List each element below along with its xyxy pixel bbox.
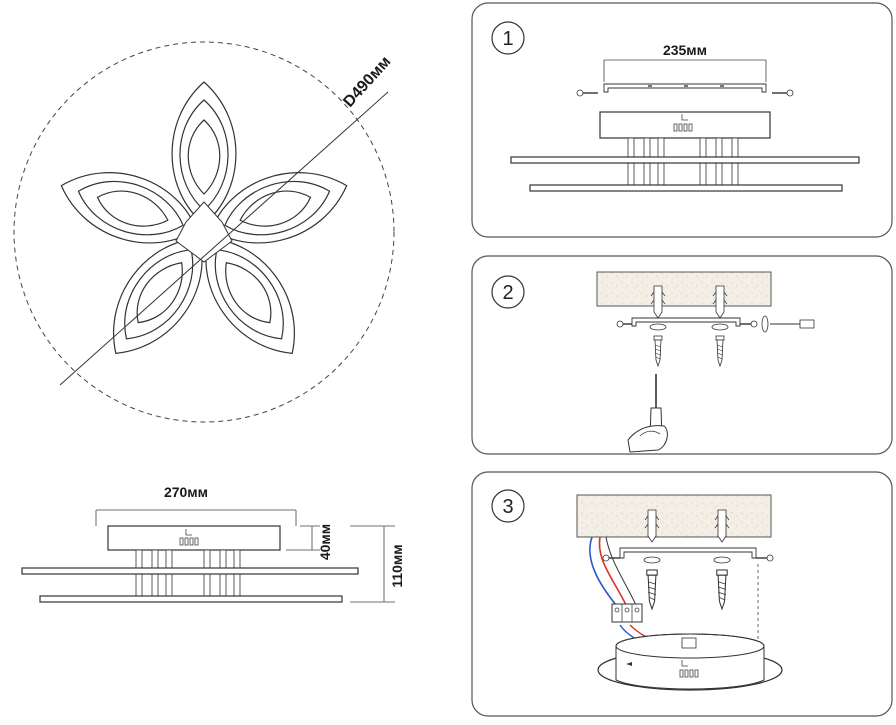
- ground-wire: [770, 319, 815, 329]
- base-height-label: 40мм: [317, 524, 333, 560]
- screwdriver-hand: [627, 374, 668, 453]
- bracket-screw-left: [602, 554, 620, 562]
- lamp-base-open: [597, 633, 783, 691]
- flower-shape: [50, 81, 358, 373]
- lamp-base: [599, 111, 771, 139]
- step-3-badge: [491, 489, 525, 523]
- top-view: D490мм: [13, 41, 395, 423]
- step-1-badge: [491, 21, 525, 55]
- step-2-number: 2: [502, 282, 513, 304]
- diameter-label: D490мм: [340, 53, 394, 110]
- side-view: 270мм 40мм 110мм: [21, 484, 405, 603]
- step-3-number: 3: [502, 496, 513, 518]
- bracket-screw-left: [576, 89, 598, 97]
- bracket-screw-right: [740, 320, 758, 328]
- diameter-line: [59, 91, 389, 386]
- step-3-panel: 3: [471, 471, 893, 717]
- total-height-label: 110мм: [389, 544, 405, 587]
- upper-ring-layer: [21, 567, 359, 575]
- mounting-bracket: [603, 83, 767, 93]
- step-2-panel: 2: [471, 255, 893, 455]
- ceiling-base: [107, 525, 281, 551]
- step-1-panel: 1 235мм: [471, 2, 893, 238]
- bracket-dimension-label: 235мм: [663, 42, 707, 58]
- mounting-bracket: [631, 317, 741, 327]
- step-1-number: 1: [502, 28, 513, 50]
- terminal-block: [611, 603, 643, 623]
- width-label: 270мм: [164, 484, 208, 500]
- lower-ring-layer: [39, 595, 343, 603]
- bracket-screw-left: [616, 320, 632, 328]
- step-2-badge: [491, 275, 525, 309]
- mounting-bracket: [619, 547, 757, 559]
- outline-circle: [13, 41, 395, 423]
- ceiling-block: [596, 271, 772, 307]
- bracket-screw-right: [772, 89, 794, 97]
- bracket-screw-right: [756, 554, 774, 562]
- ceiling-block: [576, 494, 772, 538]
